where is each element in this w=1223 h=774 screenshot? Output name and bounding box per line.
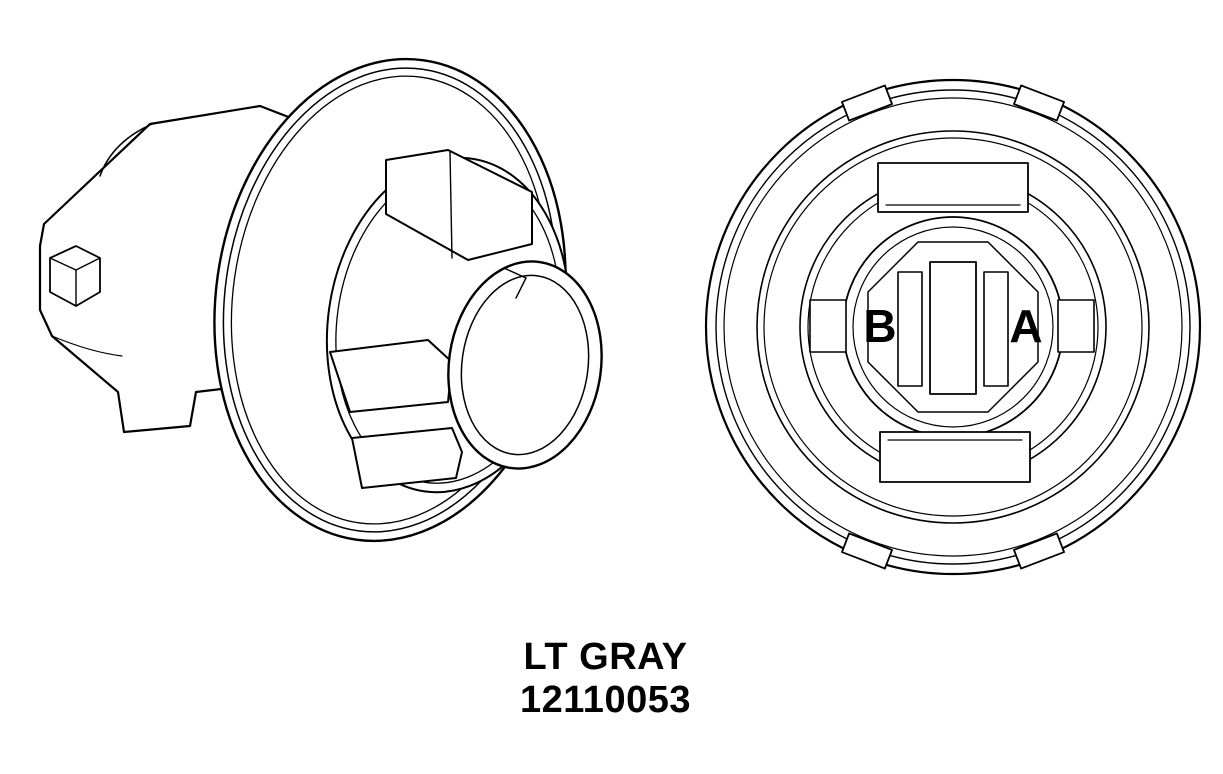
- keyway-right: [1057, 299, 1095, 353]
- connector-perspective-view: [38, 57, 603, 543]
- rear-body-lower-line: [51, 335, 123, 357]
- socket-opening-inner: [460, 274, 590, 456]
- rear-lock-tab: [49, 245, 101, 307]
- caption-color-label: LT GRAY: [523, 636, 688, 678]
- rim-key-bump-bottom-left: [841, 532, 893, 570]
- terminal-slot-right: [983, 271, 1009, 387]
- keyway-left: [809, 299, 847, 353]
- keying-tab-bottom: [879, 431, 1031, 483]
- terminal-label-b: B: [863, 300, 896, 352]
- face-rim-ring-inner: [723, 97, 1183, 557]
- bulb-socket-opening: [447, 260, 603, 470]
- keying-tab-top: [877, 162, 1029, 213]
- terminal-slot-left: [897, 271, 923, 387]
- face-ring-5: [763, 137, 1143, 517]
- keying-wedge-middle: [329, 339, 453, 413]
- rim-key-bump-top-right: [1013, 84, 1065, 122]
- socket-cavity-octagon: [867, 241, 1039, 413]
- center-bridge: [929, 261, 977, 395]
- face-ring-4: [756, 130, 1150, 524]
- caption: LT GRAY 12110053: [0, 636, 1217, 722]
- keying-wedge-top: [385, 149, 533, 261]
- rim-key-bump-bottom-right: [1013, 532, 1065, 570]
- caption-part-number: 12110053: [520, 679, 691, 721]
- keying-tab-top-outline: [877, 162, 1029, 213]
- socket-index-notch: [503, 267, 527, 299]
- socket-opening-outer: [447, 260, 603, 470]
- keying-wedge-top-edge: [449, 151, 453, 259]
- face-rim-ring-mid: [715, 89, 1191, 565]
- terminal-label-a: A: [1009, 300, 1042, 352]
- rear-lock-tab-outline: [49, 245, 101, 307]
- connector-face-view: B A: [704, 78, 1202, 576]
- central-socket-inner: [852, 226, 1054, 428]
- face-rim-ring-outer: [704, 78, 1202, 576]
- keying-wedge-bottom: [351, 427, 463, 489]
- keying-wedge-top-outline: [385, 149, 533, 261]
- rim-key-bump-top-left: [841, 84, 893, 122]
- rear-body-shoulder-line: [99, 123, 153, 177]
